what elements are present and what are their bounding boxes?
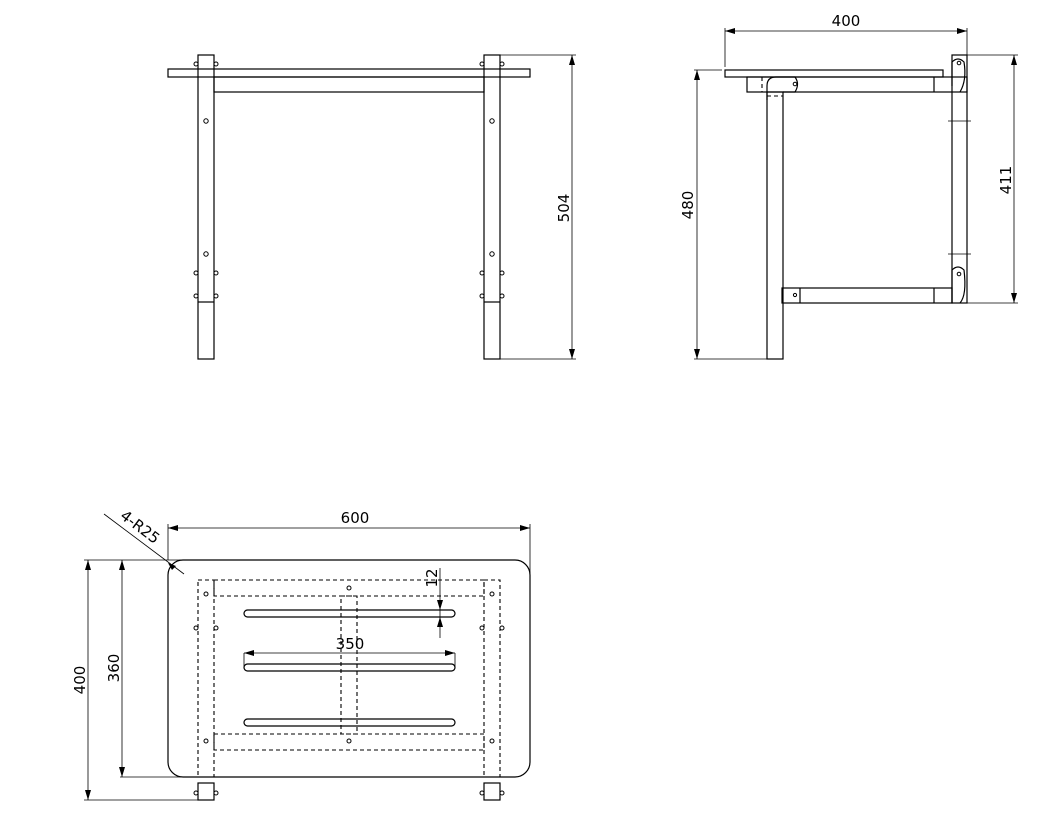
left-post [197, 54, 215, 360]
leg [766, 91, 784, 360]
side-view: 400 480 411 [679, 12, 1018, 360]
right-post-hidden [483, 579, 501, 778]
holes [193, 585, 505, 796]
dimension-label-411: 411 [997, 166, 1015, 195]
left-post-hidden [197, 579, 215, 778]
front-view: 504 [167, 54, 576, 360]
seat-plate [167, 68, 531, 78]
slot [243, 718, 456, 727]
wall-post [951, 54, 968, 304]
right-post [483, 54, 501, 360]
top-rail [213, 76, 485, 93]
dimension-label-360: 360 [105, 654, 123, 683]
dimension-label-504: 504 [555, 194, 573, 223]
dimension-label-400: 400 [832, 12, 861, 30]
dimension-label-600: 600 [341, 509, 370, 527]
dimension-label-400-depth: 400 [71, 666, 89, 695]
right-foot [483, 782, 501, 801]
slot [243, 609, 456, 618]
top-view: 600 400 360 350 12 4-R25 [71, 506, 531, 801]
center-rail-hidden [340, 595, 358, 735]
left-foot [197, 782, 215, 801]
seat-plate [724, 69, 944, 78]
dimension-label-480: 480 [679, 191, 697, 220]
dimension-label-12: 12 [423, 568, 441, 587]
dimension-label-350: 350 [336, 635, 365, 653]
slot [243, 663, 456, 672]
radius-leader-line [103, 513, 185, 575]
bolt-holes [193, 61, 505, 299]
seat-outline [167, 559, 531, 778]
lower-arm [781, 287, 953, 304]
